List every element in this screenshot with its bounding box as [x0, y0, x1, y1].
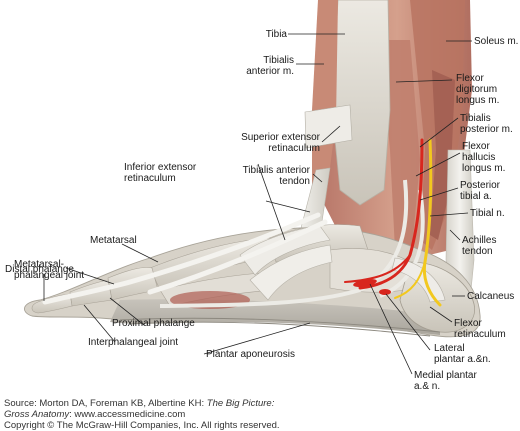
label-distal-phalange: Distal phalange	[5, 264, 74, 275]
label-metatarsal: Metatarsal	[90, 235, 137, 246]
inferior-extensor-retinaculum-band	[239, 225, 331, 276]
extensor-retinacula	[239, 104, 353, 301]
source-line-2: Gross Anatomy: www.accessmedicine.com	[4, 409, 186, 420]
posterior-tibial-artery	[344, 138, 424, 290]
label-interphalangeal-joint: Interphalangeal joint	[88, 337, 179, 348]
tibial-nerve	[394, 138, 442, 307]
plantar-sole	[110, 299, 440, 335]
source-line-1: Source: Morton DA, Foreman KB, Albertine…	[4, 398, 275, 409]
label-calcaneus: Calcaneus	[467, 291, 515, 302]
extensor-tendons	[42, 212, 328, 305]
lateral-plantar-artery	[353, 278, 377, 288]
superior-extensor-retinaculum-band	[304, 104, 353, 149]
label-soleus-m: Soleus m.	[474, 36, 519, 47]
flexor-tendons	[159, 179, 425, 308]
label-proximal-phalange: Proximal phalange	[112, 318, 195, 329]
label-plantar-aponeurosis: Plantar aponeurosis	[206, 349, 295, 360]
label-metatarsal-phalangeal-joint: Metatarsal-phalangeal joint	[14, 259, 85, 281]
label-tibial-n: Tibial n.	[470, 208, 505, 219]
leader-lines	[43, 33, 472, 375]
flexor-hallucis-longus-muscle	[430, 70, 455, 240]
label-tibia: Tibia	[265, 29, 287, 40]
plantar-aponeurosis-lines	[119, 317, 441, 337]
copyright-line: Copyright © The McGraw-Hill Companies, I…	[4, 420, 280, 431]
medial-plantar-artery	[379, 289, 391, 295]
tibia-bone	[331, 0, 391, 206]
tibialis-anterior-muscle	[312, 0, 338, 205]
